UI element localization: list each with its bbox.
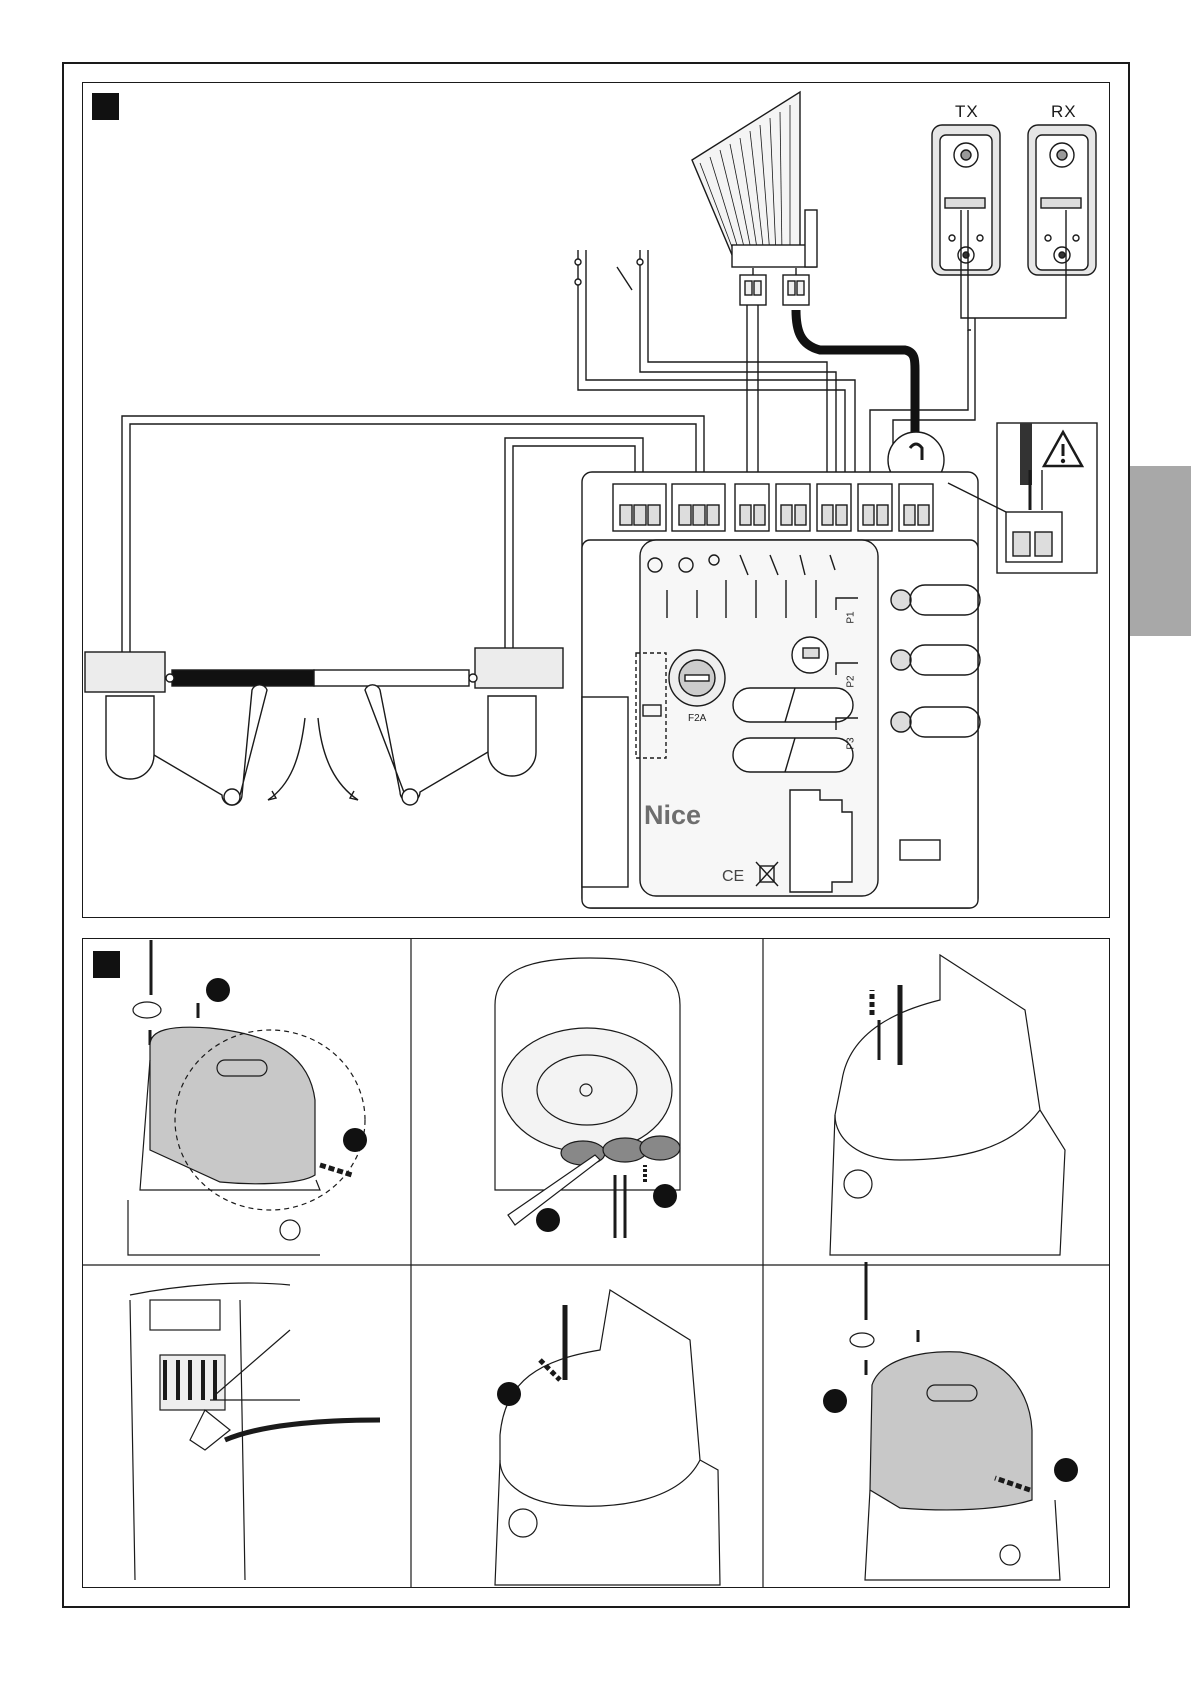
step-5 bbox=[495, 1290, 720, 1585]
step-4 bbox=[130, 1283, 380, 1580]
step-6 bbox=[850, 1262, 1060, 1580]
step-2 bbox=[495, 958, 680, 1238]
step-1 bbox=[128, 940, 365, 1255]
step-3 bbox=[830, 955, 1065, 1255]
